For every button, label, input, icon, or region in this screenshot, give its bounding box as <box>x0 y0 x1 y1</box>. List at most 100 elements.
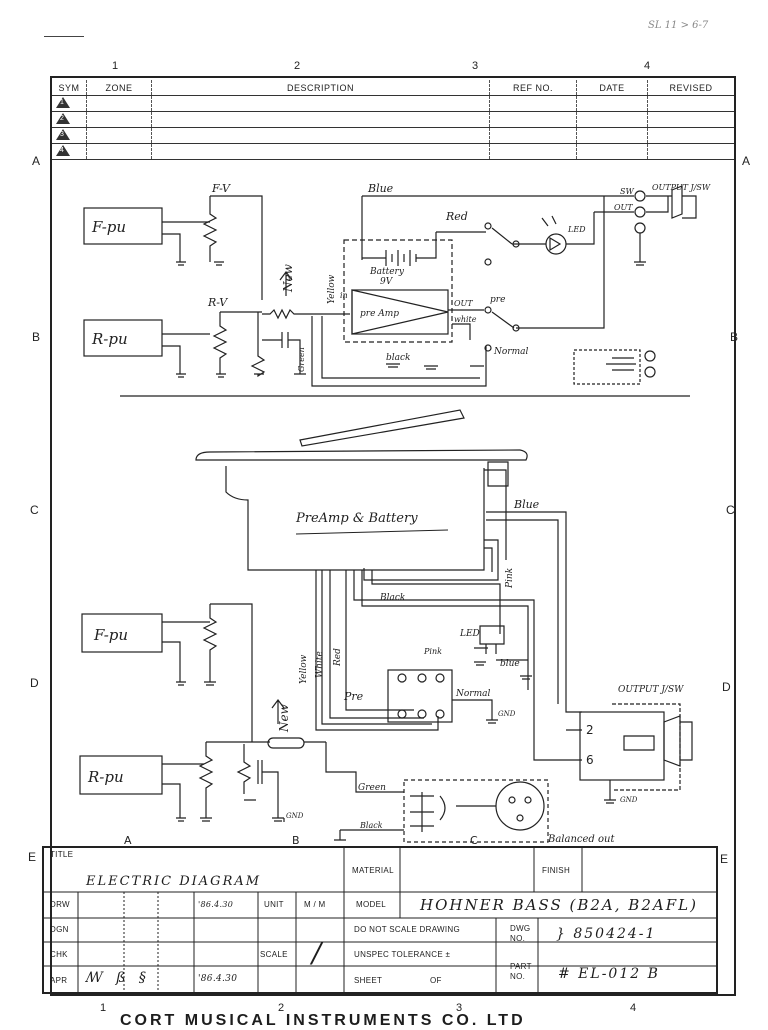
bottom-blue2-label: blue <box>500 659 520 669</box>
revision-header: REVISED <box>647 80 734 96</box>
bottom-r-pickup-label: R-pu <box>87 768 124 786</box>
revision-triangle-icon: 3 <box>56 129 70 140</box>
apr-signature: '86.4.30 <box>198 974 238 984</box>
of-label: OF <box>430 976 442 985</box>
bottom-f-pickup-label: F-pu <box>93 626 128 644</box>
column-number: 3 <box>456 1002 463 1014</box>
green-wire-label: Green <box>297 347 306 372</box>
bottom-normal-label: Normal <box>455 689 490 699</box>
r-pickup-label: R-pu <box>91 330 128 348</box>
column-number: 3 <box>472 60 479 72</box>
company-footer: CORT MUSICAL INSTRUMENTS CO. LTD <box>120 1012 526 1029</box>
blue-wire-label: Blue <box>367 182 394 195</box>
yellow-wire-label: Yellow <box>327 274 337 304</box>
balanced-out-box <box>403 779 549 843</box>
preamp-in-label: in <box>340 291 348 300</box>
column-number: 4 <box>630 1002 637 1014</box>
r-pickup-box <box>83 319 163 357</box>
revision-header: DESCRIPTION <box>151 80 490 96</box>
red-wire-label: Red <box>445 210 468 223</box>
model-value: HOHNER BASS (B2A, B2AFL) <box>420 896 698 914</box>
finish-label: FINISH <box>542 866 571 875</box>
zone-letter: C <box>30 503 39 517</box>
column-number: 2 <box>278 1002 285 1014</box>
pre-label: pre <box>490 295 505 305</box>
material-label: MATERIAL <box>352 866 394 875</box>
revision-header-row: SYM ZONE DESCRIPTION REF NO. DATE REVISE… <box>52 80 734 96</box>
chk-label: CHK <box>50 950 68 959</box>
r-pickup-wires <box>162 333 210 374</box>
bottom-output-label: OUTPUT J/SW <box>618 685 684 695</box>
zone-letter: A <box>742 154 751 168</box>
bottom-r-pickup-box <box>79 755 163 795</box>
new-label: New <box>281 263 295 293</box>
scale-label: SCALE <box>260 950 288 959</box>
bottom-black-label: Black <box>379 593 405 603</box>
dwg-no-value: } 850424-1 <box>556 926 657 942</box>
normal-label: Normal <box>493 347 528 357</box>
revision-row: 3 <box>52 127 734 144</box>
white-wire-label: white <box>454 315 477 324</box>
revision-header: ZONE <box>86 80 152 96</box>
bottom-red-label: Red <box>333 648 343 667</box>
bottom-led-label: LED <box>459 629 480 639</box>
scale-value: / <box>312 936 322 969</box>
output-pin-2: 2 <box>586 723 594 737</box>
zone-letter: D <box>30 676 39 690</box>
preamp-triangle <box>351 289 449 335</box>
preamp-label: pre Amp <box>360 309 399 319</box>
zone-letter: B <box>32 330 41 344</box>
apr-label: APR <box>50 976 68 985</box>
new-arrow <box>279 271 293 296</box>
bottom-blue-label: Blue <box>513 498 540 511</box>
preamp-battery-label: PreAmp & Battery <box>295 511 418 526</box>
zone-c-label: C <box>470 834 478 847</box>
bottom-white-label: White <box>315 651 325 678</box>
out-label: OUT <box>614 203 633 212</box>
column-number: 1 <box>100 1002 107 1014</box>
jack-gnd-label: GND <box>620 796 638 804</box>
bottom-pre-label: Pre <box>343 690 364 703</box>
approver-handwriting: ꟿ ß § <box>86 970 146 986</box>
model-label: MODEL <box>356 900 386 909</box>
part-no-label: PART NO. <box>510 962 532 981</box>
drawing-frame <box>50 76 736 996</box>
zone-letter: E <box>28 850 37 864</box>
sw-label: SW <box>620 187 634 196</box>
revision-row: 2 <box>52 111 734 128</box>
revision-header: SYM <box>52 80 87 96</box>
dgn-label: DGN <box>50 925 69 934</box>
drw-label: DRW <box>50 900 70 909</box>
black-wire-label: black <box>386 353 411 363</box>
bottom-new-label: New <box>277 703 291 733</box>
revision-header: REF NO. <box>489 80 577 96</box>
f-volume-pot <box>202 196 218 262</box>
unit-label: UNIT <box>264 900 284 909</box>
led-label: LED <box>567 225 586 234</box>
new-resistor-bottom <box>267 737 305 749</box>
unit-value: M / M <box>304 900 326 909</box>
zone-b-label: B <box>292 834 300 847</box>
revision-triangle-icon: 1 <box>56 97 70 108</box>
bottom-gnd3-label: GND <box>286 812 304 820</box>
led-component <box>474 625 528 661</box>
revision-row: 1 <box>52 95 734 112</box>
bottom-pink2-label: Pink <box>423 647 442 656</box>
bottom-green-label: Green <box>358 783 386 793</box>
r-volume-label: R-V <box>207 296 228 309</box>
switch-block <box>387 669 453 723</box>
body-outline <box>195 449 528 461</box>
output-label: OUTPUT J/SW <box>652 183 711 192</box>
title-block <box>42 846 718 994</box>
revision-triangle-icon: 4 <box>56 145 70 156</box>
unspec-tolerance-label: UNSPEC TOLERANCE ± <box>354 950 451 959</box>
zone-letter: C <box>726 503 735 517</box>
preamp-dashed-box <box>343 239 453 343</box>
zone-letter: E <box>720 852 729 866</box>
new-resistor <box>262 308 350 320</box>
title-label: TITLE <box>50 850 74 859</box>
revision-table: SYM ZONE DESCRIPTION REF NO. DATE REVISE… <box>52 80 734 160</box>
drw-signature: '86.4.30 <box>198 900 234 909</box>
